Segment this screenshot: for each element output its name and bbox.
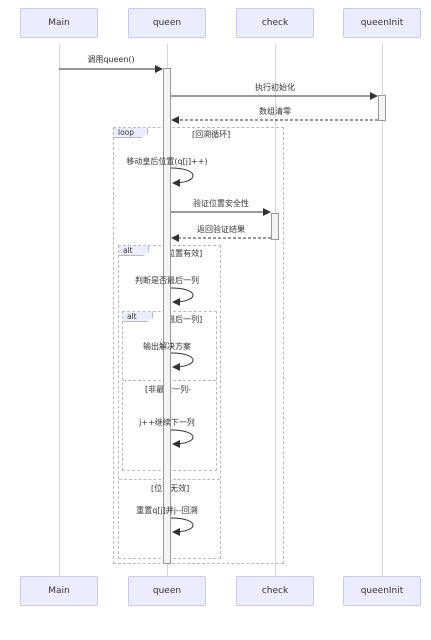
label-call-queen: 调用queen() xyxy=(87,55,135,64)
actor-queen-top: queen xyxy=(128,8,206,38)
lifeline-main xyxy=(59,44,60,576)
lifeline-queeninit xyxy=(382,44,383,576)
activation-check xyxy=(271,213,279,240)
lifeline-check xyxy=(275,44,276,576)
activation-queen xyxy=(163,68,171,564)
actor-main-top: Main xyxy=(20,8,98,38)
activation-queeninit xyxy=(378,95,386,121)
arrow-reset-self xyxy=(170,517,194,536)
alt-frame-last-column-title: [最后一列] xyxy=(164,315,203,324)
alt-frame-position-tag: alt xyxy=(119,246,149,256)
label-next-col: j++继续下一列 xyxy=(139,418,195,427)
arrow-check-last-self xyxy=(170,287,194,306)
actor-check-bottom: check xyxy=(236,576,314,606)
actor-queeninit-top: queenInit xyxy=(343,8,421,38)
label-init: 执行初始化 xyxy=(255,83,295,92)
alt-frame-last-column-tag: alt xyxy=(123,312,153,322)
label-move: 移动皇后位置(q[j]++) xyxy=(126,157,208,166)
arrow-next-col-self xyxy=(170,429,194,448)
label-clear: 数组清零 xyxy=(259,107,291,116)
actor-check-top: check xyxy=(236,8,314,38)
alt-frame-position-title: [位置有效] xyxy=(164,249,203,258)
label-verify-return: 返回验证结果 xyxy=(197,225,245,234)
actor-queeninit-bottom: queenInit xyxy=(343,576,421,606)
loop-frame-title: [回溯循环] xyxy=(192,130,231,139)
label-check-last: 判断是否最后一列 xyxy=(135,276,199,285)
actor-queen-bottom: queen xyxy=(128,576,206,606)
label-verify: 验证位置安全性 xyxy=(193,199,249,208)
actor-main-bottom: Main xyxy=(20,576,98,606)
label-output: 输出解决方案 xyxy=(143,342,191,351)
loop-frame: loop [回溯循环] xyxy=(113,127,284,564)
arrow-output-self xyxy=(170,352,194,371)
label-reset: 重置q[j]并j--回溯 xyxy=(136,506,198,515)
loop-frame-tag: loop xyxy=(114,128,148,138)
arrow-move-self xyxy=(170,167,194,187)
